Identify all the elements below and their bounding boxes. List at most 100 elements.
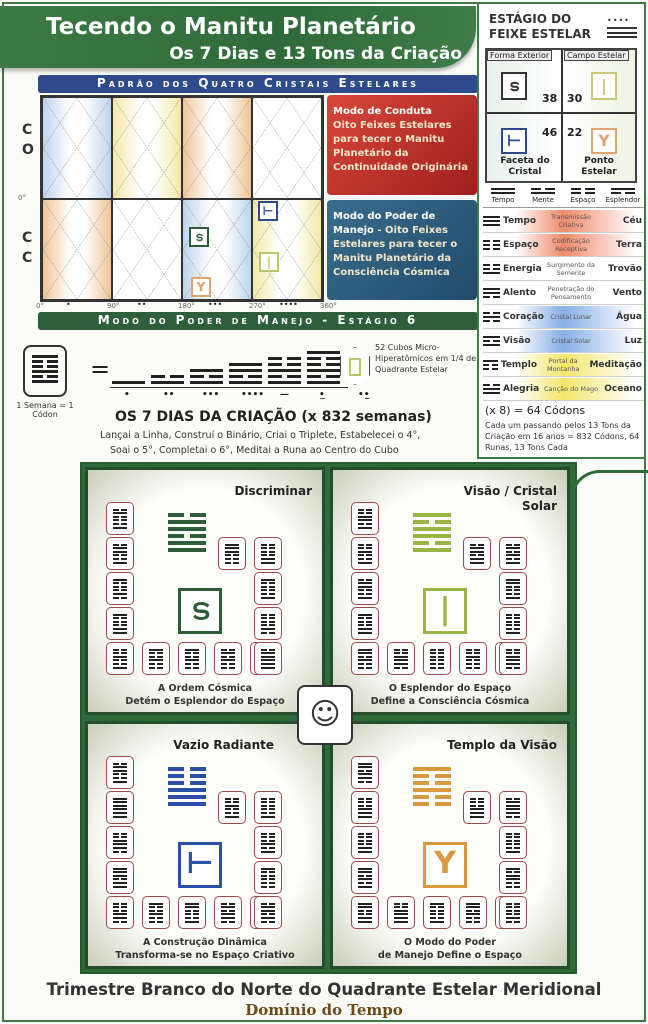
solid-line (261, 909, 275, 912)
broken-line (225, 554, 239, 556)
broken-line (221, 910, 235, 912)
solid-line (394, 909, 408, 912)
solid-line (268, 381, 301, 384)
broken-line (413, 802, 451, 806)
solid-line (506, 659, 520, 662)
broken-line (149, 917, 163, 919)
caption-line-1: A Ordem Cósmica (157, 683, 253, 694)
solid-line (190, 369, 223, 372)
solid-line (358, 585, 372, 588)
solid-line (470, 550, 484, 553)
trigram-meaning: Codificação Receptiva (552, 237, 590, 253)
dot-count: •••• (279, 300, 298, 309)
caption-line-2: Detém o Esplendor do Espaço (125, 696, 285, 707)
solid-line (430, 902, 444, 905)
broken-line (483, 312, 500, 315)
broken-line (32, 375, 58, 378)
dot-count: • (66, 300, 71, 309)
broken-line (261, 882, 275, 884)
solid-line (261, 662, 275, 665)
broken-line (358, 840, 372, 842)
solid-line (506, 801, 520, 804)
solid-line (483, 215, 500, 219)
broken-line (185, 667, 199, 669)
glyph-field-icon: | (591, 72, 617, 100)
solid-line (225, 547, 239, 550)
broken-line (261, 921, 275, 923)
broken-line (113, 509, 127, 511)
broken-line (113, 589, 127, 591)
broken-line (113, 921, 127, 923)
pattern-band-title: Padrão dos Quatro Cristais Estelares (38, 75, 478, 93)
broken-line (483, 340, 500, 343)
solid-line (506, 596, 520, 599)
solid-line (113, 613, 127, 616)
quadrant-hexagram-icon (168, 764, 206, 809)
broken-line (261, 614, 275, 616)
power-mode-box: Modo do Poder de Manejo - Oito Feixes Es… (327, 200, 477, 300)
solid-line (358, 550, 372, 553)
column-label: Espaço (570, 195, 596, 204)
trigram-element: Oceano (604, 384, 642, 394)
footer-subtitle: Domínio do Tempo (245, 1001, 403, 1019)
solid-line (358, 906, 372, 909)
quadrant-glyph-icon: ട (178, 588, 222, 634)
broken-line (358, 589, 372, 591)
crystal-pattern-grid (40, 95, 324, 302)
broken-line (358, 798, 372, 800)
broken-line (483, 296, 500, 299)
trigram-name: Tempo (503, 216, 537, 226)
quadrant-title: Discriminar (234, 484, 312, 498)
solid-line (358, 526, 372, 529)
quadrant-hexagram-icon (413, 510, 451, 555)
broken-line (268, 357, 301, 360)
broken-line (394, 649, 408, 651)
broken-line (113, 763, 127, 765)
stage-diagram: Forma Exterior Campo Estelar ട | ⊢ Y 38 … (485, 48, 637, 183)
creation-steps (110, 340, 348, 388)
trigram-meaning: Surgimento da Semente (547, 261, 595, 277)
broken-line (358, 624, 372, 626)
solid-line (358, 885, 372, 888)
column-tempo: Tempo (483, 186, 523, 204)
broken-line (506, 589, 520, 591)
solid-line (358, 811, 372, 814)
solid-line (185, 920, 199, 923)
broken-line (430, 656, 444, 658)
broken-line (190, 375, 223, 378)
solid-line (185, 659, 199, 662)
solid-line (113, 780, 127, 783)
broken-line (470, 798, 484, 800)
solid-line (261, 867, 275, 870)
solid-line (358, 776, 372, 779)
solid-line (113, 804, 127, 807)
codon-box (351, 826, 379, 859)
step-number: ••̲ (358, 390, 370, 400)
caption-line-1: O Modo do Poder (403, 937, 497, 948)
codon-box (351, 861, 379, 894)
solid-line (358, 773, 372, 776)
page-title: Tecendo o Manitu Planetário (46, 14, 416, 40)
broken-line (394, 667, 408, 669)
solid-line (261, 916, 275, 919)
broken-line (506, 667, 520, 669)
solid-line (185, 902, 199, 905)
broken-line (466, 917, 480, 919)
solid-line (358, 659, 372, 662)
star-point-label: Ponto Estelar (581, 156, 617, 177)
column-label: Tempo (491, 195, 515, 204)
broken-line (149, 921, 163, 923)
number-30: 30 (567, 92, 583, 105)
codon-box (499, 607, 527, 640)
step-number: •̲ (319, 390, 325, 400)
broken-line (506, 847, 520, 849)
broken-line (221, 903, 235, 905)
degree-label: 360° (320, 302, 337, 310)
solid-line (113, 797, 127, 800)
solid-line (113, 655, 127, 658)
broken-line (261, 812, 275, 814)
broken-line (358, 558, 372, 560)
solid-line (358, 850, 372, 853)
